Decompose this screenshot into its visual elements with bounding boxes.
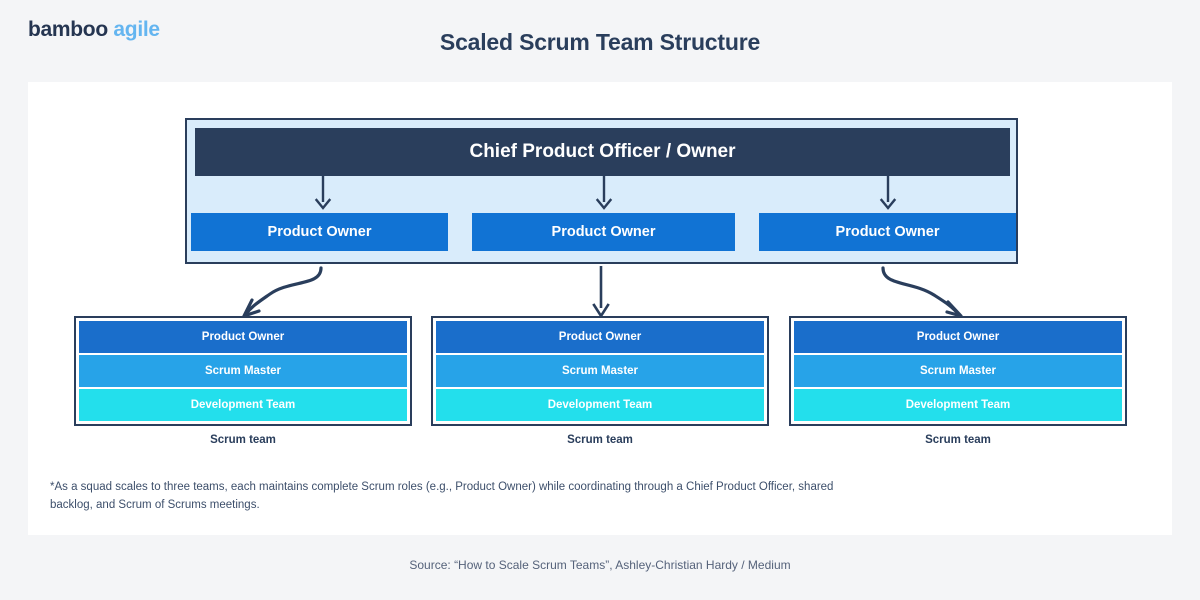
diagram-card: Chief Product Officer / Owner Product Ow…: [28, 82, 1172, 535]
scrum-team-label: Scrum team: [567, 434, 633, 446]
team-role-development-team: Development Team: [79, 389, 407, 421]
product-owner-box: Product Owner: [191, 213, 448, 251]
team-role-development-team: Development Team: [436, 389, 764, 421]
footnote-text: *As a squad scales to three teams, each …: [50, 481, 834, 512]
scrum-team-box: Product Owner Scrum Master Development T…: [74, 316, 412, 426]
team-role-scrum-master: Scrum Master: [436, 355, 764, 387]
team-role-scrum-master: Scrum Master: [79, 355, 407, 387]
straight-arrow-down-icon: [592, 266, 610, 319]
product-owner-box: Product Owner: [759, 213, 1016, 251]
arrow-down-icon: [312, 176, 334, 210]
executive-panel: Chief Product Officer / Owner Product Ow…: [185, 118, 1018, 264]
brand-logo-primary: bamboo: [28, 18, 108, 41]
team-role-product-owner: Product Owner: [794, 321, 1122, 353]
scrum-team-label: Scrum team: [210, 434, 276, 446]
connector-arrows: [242, 266, 963, 319]
curved-arrow-right-icon: [881, 266, 963, 318]
product-owner-box: Product Owner: [472, 213, 735, 251]
team-role-scrum-master: Scrum Master: [794, 355, 1122, 387]
page-title: Scaled Scrum Team Structure: [439, 29, 761, 55]
chief-product-officer-box: Chief Product Officer / Owner: [195, 128, 1010, 176]
team-role-product-owner: Product Owner: [436, 321, 764, 353]
curved-arrow-left-icon: [242, 266, 323, 318]
source-attribution: Source: “How to Scale Scrum Teams”, Ashl…: [409, 558, 791, 572]
scrum-team-box: Product Owner Scrum Master Development T…: [431, 316, 769, 426]
scrum-team-box: Product Owner Scrum Master Development T…: [789, 316, 1127, 426]
product-owner-row: Product Owner Product Owner Product Owne…: [187, 213, 1016, 251]
team-role-development-team: Development Team: [794, 389, 1122, 421]
arrow-down-icon: [877, 176, 899, 210]
arrow-down-icon: [593, 176, 615, 210]
team-role-product-owner: Product Owner: [79, 321, 407, 353]
brand-logo-secondary: agile: [113, 18, 160, 41]
scrum-team-label: Scrum team: [925, 434, 991, 446]
brand-logo: bamboo agile: [28, 18, 160, 42]
